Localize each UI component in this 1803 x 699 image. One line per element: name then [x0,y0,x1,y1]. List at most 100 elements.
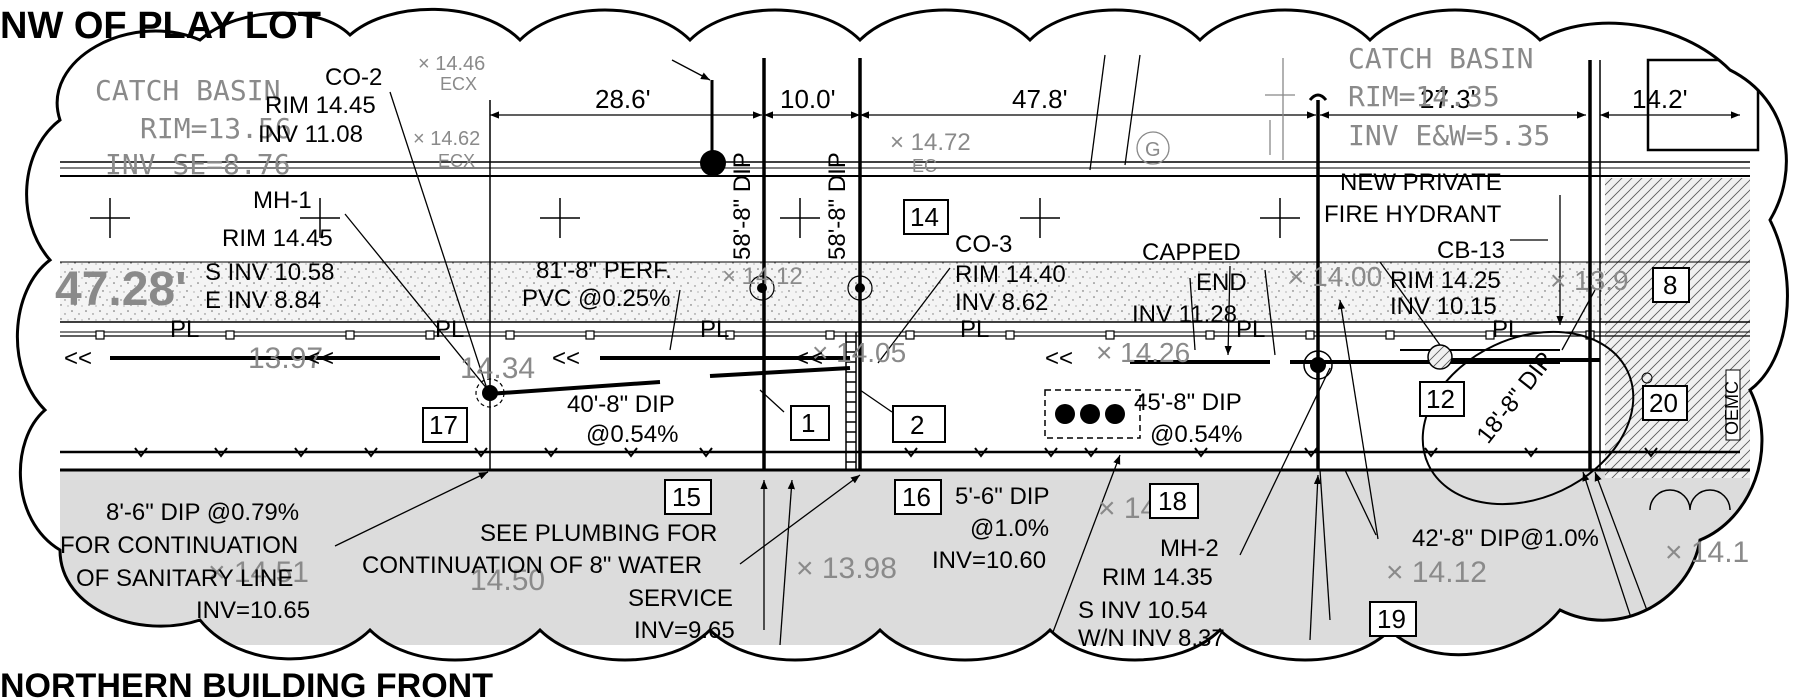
svg-text:19: 19 [1377,604,1406,634]
water-line-marks [134,447,1658,458]
svg-text:1: 1 [801,408,815,438]
tag-8: 8 [1652,267,1690,303]
svg-text:INV SE=8.76: INV SE=8.76 [105,148,290,181]
svg-text:@0.54%: @0.54% [586,421,678,448]
svg-text:RIM 14.35: RIM 14.35 [1102,564,1213,591]
dim-1: 28.6' [595,84,651,114]
svg-text:× 14.62: × 14.62 [413,128,480,150]
svg-text:PL: PL [700,316,729,343]
svg-text:81'-8" PERF.: 81'-8" PERF. [536,257,672,284]
tag-15: 15 [664,479,712,515]
svg-text:× 13.98: × 13.98 [796,552,897,585]
svg-text:@0.54%: @0.54% [1150,421,1242,448]
fire-hydrant-callout: NEW PRIVATE FIRE HYDRANT [1324,169,1502,228]
svg-text:FOR CONTINUATION: FOR CONTINUATION [60,532,298,559]
dim-5: 14.2' [1632,84,1688,114]
svg-text:CO-3: CO-3 [955,231,1012,258]
svg-text:INV 11.08: INV 11.08 [258,121,363,148]
svg-text:SEE PLUMBING FOR: SEE PLUMBING FOR [480,520,717,547]
svg-text:OF SANITARY LINE: OF SANITARY LINE [76,565,293,592]
tag-17: 17 [422,407,468,443]
mh2-callout: MH-2 RIM 14.35 S INV 10.54 W/N INV 8.37 [1078,535,1225,652]
svg-text:EC: EC [912,156,937,176]
dim-2: 10.0' [780,84,836,114]
svg-text:14.50: 14.50 [470,564,545,597]
dim-4: 27.3' [1420,84,1476,114]
catch-basin-right: CATCH BASIN RIM=14.35 INV E&W=5.35 [1348,42,1550,152]
svg-text:S INV 10.58: S INV 10.58 [205,259,334,286]
plumbing-callout: SEE PLUMBING FOR CONTINUATION OF 8" WATE… [362,520,735,644]
svg-text:16: 16 [902,482,931,512]
capped-end-callout: CAPPED END INV 11.28 [1132,239,1247,328]
tag-1: 1 [790,405,830,441]
svg-text:RIM 14.25: RIM 14.25 [1390,267,1501,294]
svg-text:END: END [1196,269,1247,296]
svg-text:2: 2 [910,410,924,440]
bottom-title: NORTHERN BUILDING FRONT [0,667,493,699]
dimension-labels: 28.6' 10.0' 47.8' 27.3' 14.2' [595,84,1688,114]
tag-19: 19 [1369,601,1417,637]
svg-text:ECX: ECX [440,74,477,94]
svg-text:18: 18 [1158,486,1187,516]
dip42-callout: 42'-8" DIP@1.0% [1412,525,1599,552]
svg-text:5'-6" DIP: 5'-6" DIP [955,483,1049,510]
big-elevation: 47.28' [55,263,187,316]
svg-text:NEW PRIVATE: NEW PRIVATE [1340,169,1502,196]
svg-text:RIM=14.35: RIM=14.35 [1348,80,1500,113]
svg-text:RIM 14.40: RIM 14.40 [955,261,1066,288]
svg-text:20: 20 [1649,388,1678,418]
tag-12: 12 [1419,381,1465,417]
svg-text:PL: PL [1492,316,1521,343]
svg-text:CATCH BASIN: CATCH BASIN [1348,42,1533,75]
top-title: NW OF PLAY LOT [0,5,321,47]
svg-text:PL: PL [1236,316,1265,343]
svg-text:13.97: 13.97 [248,342,323,375]
dip45-callout: 45'-8" DIP @0.54% [1134,389,1242,448]
catch-basin-left: CATCH BASIN RIM=13.56 INV SE=8.76 [95,74,292,181]
sanitary-callout: 8'-6" DIP @0.79% FOR CONTINUATION OF SAN… [60,499,310,624]
g-marker-circle [1136,131,1170,165]
tag-14: 14 [903,199,949,235]
svg-text:8: 8 [1663,270,1677,300]
dimension-line [490,54,1740,171]
svg-text:45'-8" DIP: 45'-8" DIP [1134,389,1242,416]
svg-text:S INV 10.54: S INV 10.54 [1078,597,1207,624]
svg-text:MH-2: MH-2 [1160,535,1219,562]
svg-text:PL: PL [435,316,464,343]
co3-callout: CO-3 RIM 14.40 INV 8.62 [955,231,1066,316]
svg-text:@1.0%: @1.0% [970,515,1049,542]
vertical-dip-2: 58'-8" DIP [824,152,851,260]
svg-text:RIM 14.45: RIM 14.45 [265,92,376,119]
svg-text:PVC @0.25%: PVC @0.25% [522,285,670,312]
svg-text:W/N INV 8.37: W/N INV 8.37 [1078,625,1225,652]
svg-text:INV=10.60: INV=10.60 [932,547,1046,574]
svg-text:40'-8" DIP: 40'-8" DIP [567,391,675,418]
svg-text:× 14.51: × 14.51 [208,556,309,589]
svg-text:INV=10.65: INV=10.65 [196,597,310,624]
revision-cloud [16,7,1789,662]
svg-text:E INV 8.84: E INV 8.84 [205,287,321,314]
svg-text:INV 11.28: INV 11.28 [1132,301,1237,328]
svg-text:8'-6" DIP @0.79%: 8'-6" DIP @0.79% [106,499,299,526]
svg-text:× 14.1: × 14.1 [1665,536,1749,569]
svg-text:× 14.26: × 14.26 [1096,337,1190,368]
svg-text:15: 15 [672,482,701,512]
svg-text:PL: PL [960,316,989,343]
tag-20: 20 [1642,385,1688,421]
cb13-callout: CB-13 RIM 14.25 INV 10.15 [1390,237,1505,320]
sewer-lines [110,349,1600,396]
svg-text:12: 12 [1426,384,1455,414]
svg-text:INV 8.62: INV 8.62 [955,289,1048,316]
dim-3: 47.8' [1012,84,1068,114]
svg-text:SERVICE: SERVICE [628,585,733,612]
svg-text:CAPPED: CAPPED [1142,239,1241,266]
oemc-label: OEMC [1722,381,1742,435]
perf-pvc-callout: 81'-8" PERF. PVC @0.25% [522,257,672,312]
svg-text:<<: << [552,345,580,372]
svg-text:× 13.9: × 13.9 [1550,265,1629,296]
svg-text:RIM=13.56: RIM=13.56 [140,112,292,145]
svg-text:× 14.12: × 14.12 [722,263,803,290]
svg-text:CB-13: CB-13 [1437,237,1505,264]
svg-text:PL: PL [170,316,199,343]
svg-text:CO-2: CO-2 [325,64,382,91]
